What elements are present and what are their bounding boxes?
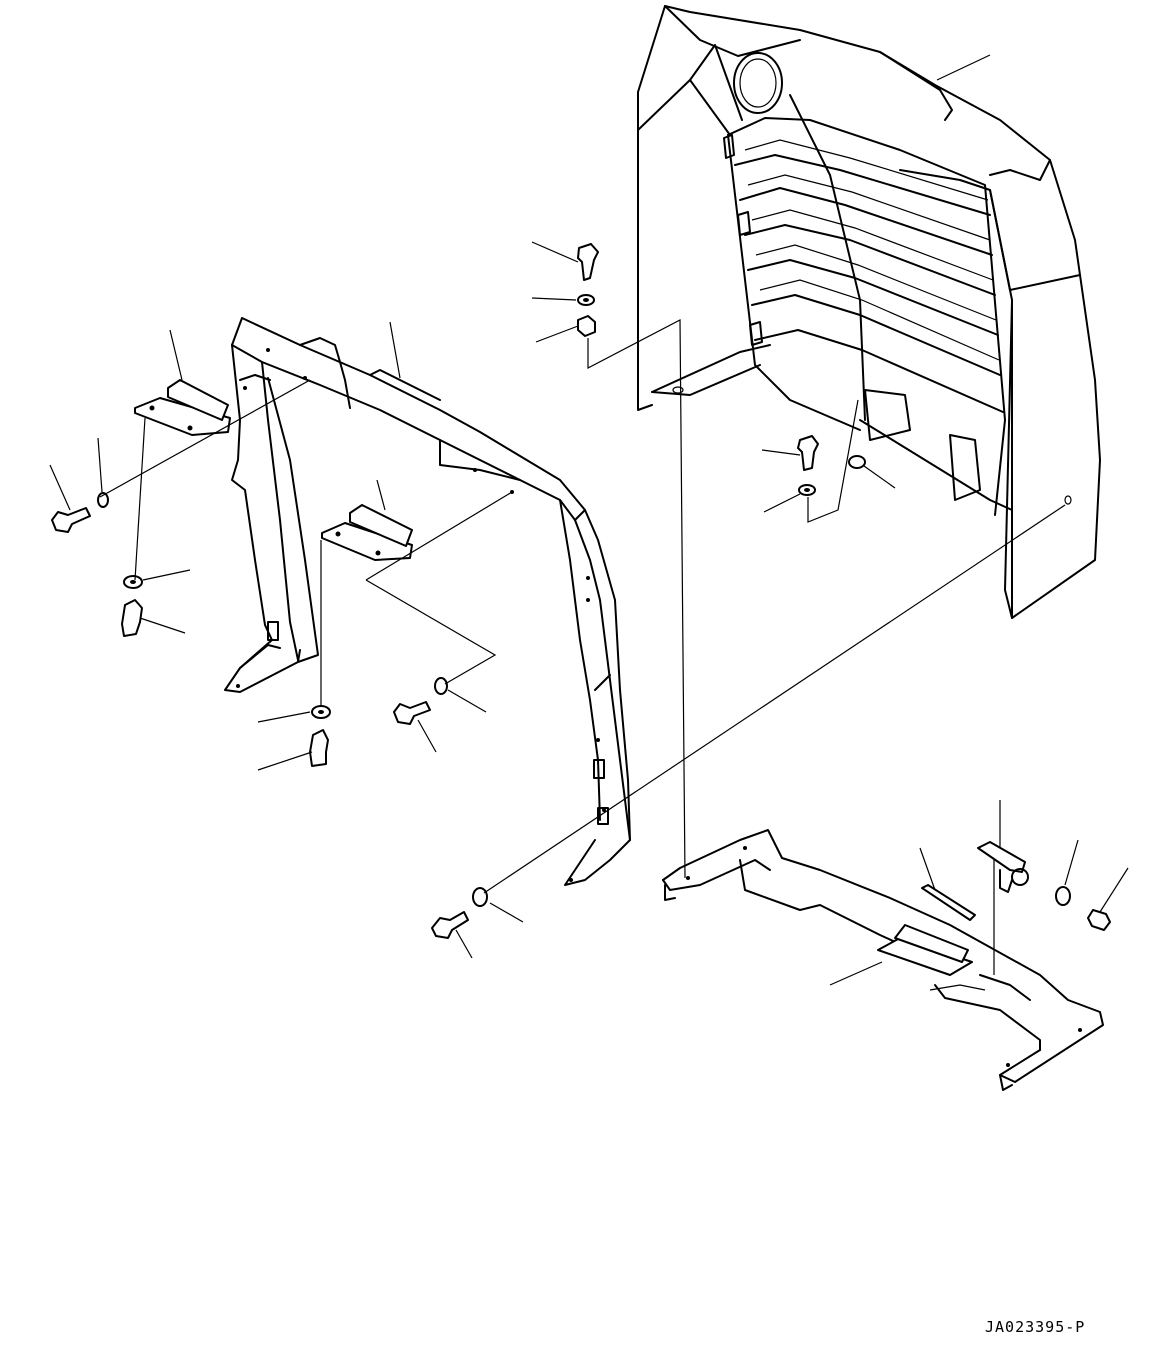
bottom-mounting-plate [662,829,1104,1091]
hinge-upper-left [134,379,231,436]
fasteners [51,243,1111,939]
drawing-number: JA023395-P [985,1318,1086,1336]
hinge-center [321,504,413,561]
radiator-grille-cover [637,5,1101,619]
leader-lines [49,54,1129,986]
grille-support-frame [224,317,631,886]
